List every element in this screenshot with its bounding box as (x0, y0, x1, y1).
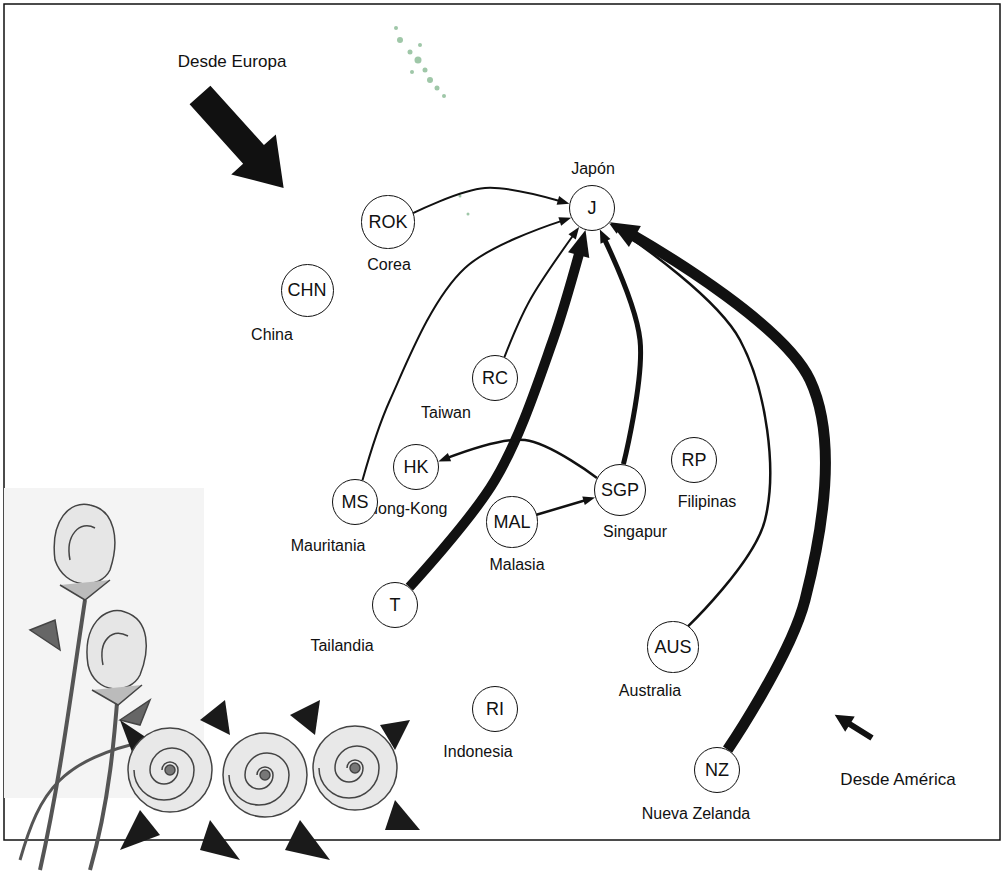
region-label: Desde América (840, 771, 955, 790)
country-circle: RIIndonesia (472, 686, 518, 732)
country-name: Nueva Zelanda (642, 805, 751, 823)
country-name: Corea (367, 256, 411, 274)
flow-arrow (362, 218, 571, 480)
japan-map (394, 26, 470, 216)
country-circle: RCTaiwan (472, 355, 518, 401)
country-name: Singapur (603, 523, 667, 541)
europe-arrow (178, 75, 306, 208)
arrow-head (558, 217, 571, 226)
flow-arrow (600, 230, 641, 465)
region-label: Desde Europa (178, 53, 287, 72)
country-code: SGP (601, 481, 639, 499)
country-code: RC (482, 369, 508, 387)
country-code: J (588, 199, 597, 217)
america-arrow (830, 707, 877, 746)
country-name: Japón (571, 160, 615, 178)
country-circle: MSMauritania (332, 479, 378, 525)
country-code: HK (403, 458, 428, 476)
country-code: RI (486, 700, 504, 718)
country-name: Hong-Kong (367, 500, 448, 518)
arrow-head (582, 496, 595, 505)
country-code: NZ (705, 761, 729, 779)
country-name: Mauritania (291, 537, 366, 555)
flow-arrow (413, 188, 569, 213)
country-name: Taiwan (421, 404, 471, 422)
country-name: China (251, 326, 293, 344)
flow-arrow (438, 440, 597, 478)
arrow-head (557, 196, 570, 205)
country-name: Malasia (489, 556, 544, 574)
country-circle: JJapón (569, 185, 615, 231)
country-circle: MALMalasia (486, 496, 537, 547)
country-circle: ROKCorea (361, 195, 414, 248)
flow-arrow (409, 230, 585, 587)
country-circle: AUSAustralia (647, 621, 698, 672)
country-circle: RPFilipinas (671, 437, 717, 483)
arrow-head (610, 222, 641, 247)
country-name: Tailandia (310, 637, 373, 655)
country-name: Australia (619, 682, 681, 700)
flow-arrow (609, 223, 770, 626)
country-circle: NZNueva Zelanda (694, 747, 740, 793)
country-code: RP (681, 451, 706, 469)
frame (4, 4, 1000, 840)
arrow-head (568, 227, 579, 239)
country-code: ROK (368, 213, 407, 231)
country-name: Filipinas (678, 493, 737, 511)
country-circle: HKHong-Kong (393, 444, 439, 490)
arrow-head (568, 230, 589, 258)
arrow-head (438, 453, 451, 462)
country-code: CHN (288, 281, 327, 299)
country-circle: SGPSingapur (594, 464, 646, 516)
arrow-head (600, 230, 611, 244)
flow-arrow (536, 497, 595, 514)
country-code: AUS (654, 638, 691, 656)
country-code: MS (342, 493, 369, 511)
country-code: T (390, 596, 401, 614)
roses-illustration (4, 488, 420, 870)
country-circle: TTailandia (372, 582, 418, 628)
country-circle: CHNChina (281, 264, 334, 317)
country-name: Indonesia (443, 743, 512, 761)
country-code: MAL (493, 513, 530, 531)
